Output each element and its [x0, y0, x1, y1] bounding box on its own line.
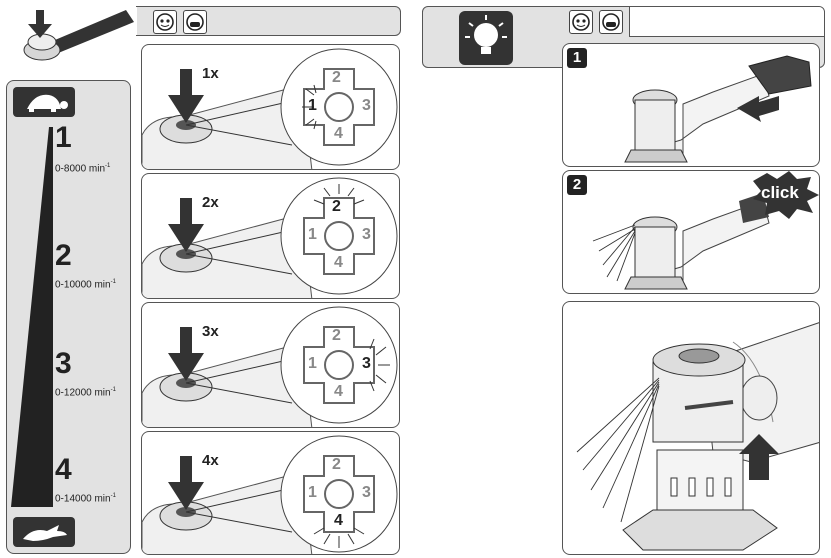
speed-range-3: 0-12000 min-1 [55, 387, 116, 399]
tool-top-view [142, 177, 398, 298]
arrow-left-icon [737, 96, 779, 122]
arrow-down-icon [28, 10, 52, 38]
dial-label-3: 3 [362, 97, 371, 114]
arrow-down-icon [168, 198, 204, 252]
step-1-panel: 1 [562, 43, 820, 167]
dial-label-2: 2 [332, 327, 341, 344]
tool-top-view [142, 306, 398, 427]
turtle-icon [13, 87, 75, 117]
step-badge-2: 2 [567, 175, 587, 195]
tool-closeup-illustration [576, 322, 819, 551]
dust-mask-icon [599, 10, 623, 34]
press-count-2: 2x [202, 194, 219, 211]
tool-top-view [142, 435, 398, 554]
speed-range-4: 0-14000 min-1 [55, 493, 116, 505]
dial-label-3: 3 [362, 484, 371, 501]
arrow-down-icon [168, 69, 204, 123]
speed-level-1: 1 [55, 121, 72, 154]
header-tool-illustration [6, 6, 136, 68]
dial-label-2: 2 [332, 69, 341, 86]
press-panel-1: 1x 2 1 3 4 [141, 44, 400, 170]
arrow-up-icon [739, 434, 779, 480]
step-badge-1: 1 [567, 48, 587, 68]
battery-click-illustration [592, 171, 819, 290]
press-count-4: 4x [202, 452, 219, 469]
dial-label-4: 4 [334, 383, 343, 400]
dial-label-3: 3 [362, 355, 371, 372]
lightbulb-icon [459, 11, 513, 65]
eye-protection-icon [153, 10, 177, 34]
speed-level-2: 2 [55, 239, 72, 272]
speed-level-3: 3 [55, 347, 72, 380]
tool-top-view [142, 48, 398, 169]
speed-level-4: 4 [55, 453, 72, 486]
dial-label-2: 2 [332, 456, 341, 473]
step-3-panel [562, 301, 820, 555]
dial-label-1: 1 [308, 97, 317, 114]
speed-range-1: 0-8000 min-1 [55, 163, 111, 175]
battery-insert-illustration [624, 55, 812, 163]
press-count-1: 1x [202, 65, 219, 82]
speed-range-2: 0-10000 min-1 [55, 279, 116, 291]
arrow-down-icon [168, 327, 204, 381]
dial-label-4: 4 [334, 125, 343, 142]
dial-label-2: 2 [332, 198, 341, 215]
click-label: click [761, 183, 799, 202]
dial-label-4: 4 [334, 254, 343, 271]
dial-label-1: 1 [308, 484, 317, 501]
press-panel-4: 4x 2 1 3 4 [141, 431, 400, 555]
dial-label-1: 1 [308, 226, 317, 243]
press-panel-3: 3x 2 1 3 4 [141, 302, 400, 428]
dial-label-4: 4 [334, 512, 343, 529]
header-white-strip [629, 7, 824, 37]
step-2-panel: 2 click [562, 170, 820, 294]
dial-label-3: 3 [362, 226, 371, 243]
press-panel-2: 2x 2 1 3 4 [141, 173, 400, 299]
speed-panel: 1 0-8000 min-1 2 0-10000 min-1 3 0-12000… [6, 80, 131, 554]
rabbit-icon [13, 517, 75, 547]
dust-mask-icon [183, 10, 207, 34]
press-count-3: 3x [202, 323, 219, 340]
speed-ramp [11, 127, 53, 507]
eye-protection-icon [569, 10, 593, 34]
dial-label-1: 1 [308, 355, 317, 372]
arrow-down-icon [168, 456, 204, 510]
